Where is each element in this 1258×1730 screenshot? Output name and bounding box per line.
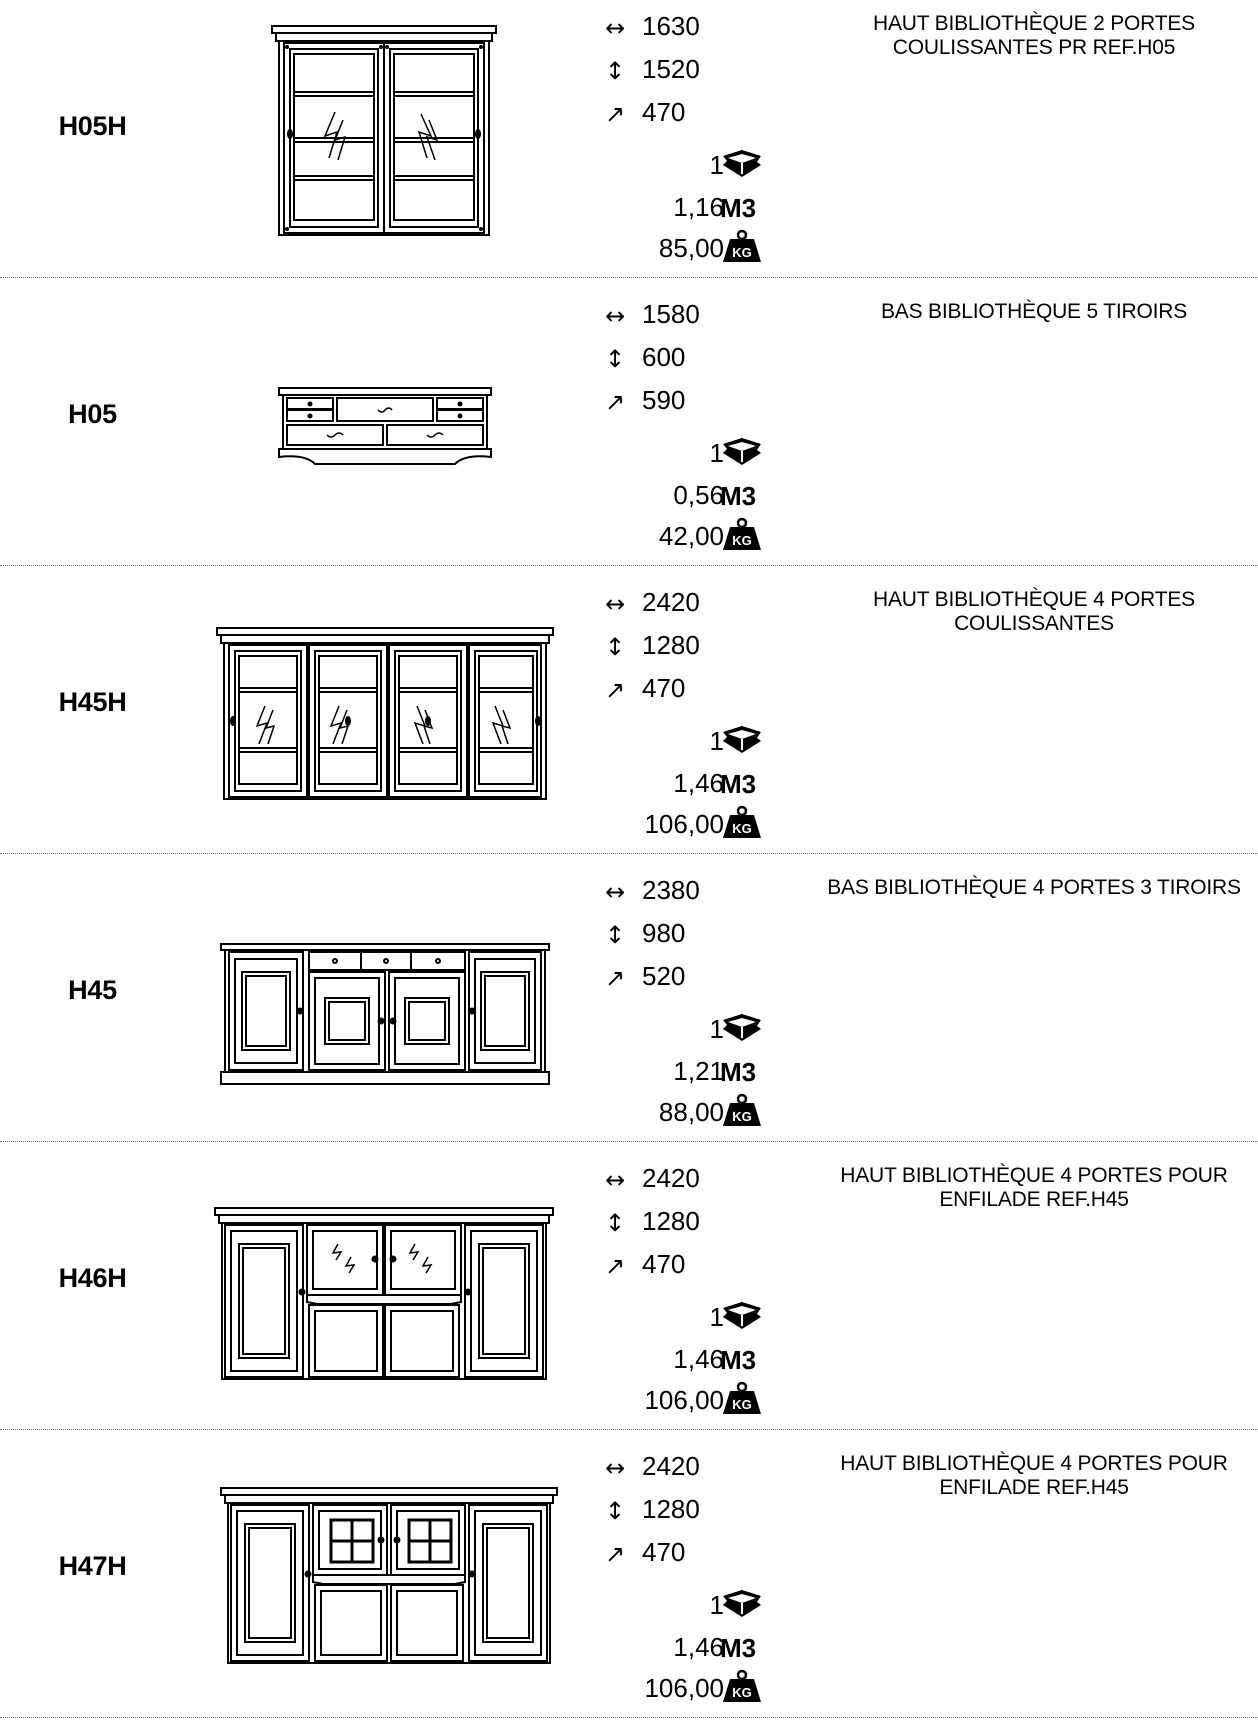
product-row-h45: H45 ↔ 2380 ↕ 980 ↗ 520 1 <box>0 864 1258 1152</box>
svg-text:KG: KG <box>732 1685 752 1700</box>
volume-unit: M3 <box>720 1057 757 1087</box>
width-arrow-icon: ↔ <box>604 590 626 618</box>
package-box-icon <box>720 435 764 471</box>
row-divider <box>0 1429 1258 1430</box>
product-reference: H45 <box>68 975 117 1005</box>
product-reference: H46H <box>58 1263 127 1293</box>
kg-weight-icon: KG <box>720 229 764 265</box>
volume-unit: M3 <box>720 769 757 799</box>
width-arrow-icon: ↔ <box>604 1454 626 1482</box>
product-reference: H05H <box>58 111 127 141</box>
row-divider <box>0 1717 1258 1718</box>
row-divider <box>0 853 1258 854</box>
svg-text:KG: KG <box>732 533 752 548</box>
depth-arrow-icon: ↗ <box>604 100 626 128</box>
height-arrow-icon: ↕ <box>604 1209 626 1237</box>
product-description: HAUT BIBLIOTHÈQUE 4 PORTES POUR ENFILADE… <box>840 1452 1228 1499</box>
product-row-h46h: H46H ↔ 2420 ↕ 1280 ↗ 470 1 <box>0 1152 1258 1440</box>
weight-value: 85,00 <box>658 233 724 263</box>
kg-weight-icon: KG <box>720 805 764 841</box>
volume-value: 0,56 <box>673 480 724 510</box>
product-description: HAUT BIBLIOTHÈQUE 2 PORTES COULISSANTES … <box>873 12 1195 59</box>
depth-arrow-icon: ↗ <box>604 676 626 704</box>
package-box-icon <box>720 1587 764 1623</box>
product-row-h05h: H05H ↔ <box>0 0 1258 288</box>
product-description: BAS BIBLIOTHÈQUE 4 PORTES 3 TIROIRS <box>827 876 1241 899</box>
package-box-icon <box>720 1011 764 1047</box>
volume-unit: M3 <box>720 481 757 511</box>
furniture-drawing-h46h <box>195 1152 605 1440</box>
height-arrow-icon: ↕ <box>604 1497 626 1525</box>
volume-unit: M3 <box>720 1633 757 1663</box>
furniture-drawing-h47h <box>195 1440 605 1728</box>
volume-unit: M3 <box>720 1345 757 1375</box>
depth-arrow-icon: ↗ <box>604 964 626 992</box>
weight-value: 106,00 <box>644 1385 724 1415</box>
product-row-h47h: H47H ↔ 2420 ↕ 1280 ↗ <box>0 1440 1258 1728</box>
width-arrow-icon: ↔ <box>604 302 626 330</box>
product-description: HAUT BIBLIOTHÈQUE 4 PORTES POUR ENFILADE… <box>840 1164 1228 1211</box>
furniture-drawing-h05 <box>195 288 605 576</box>
svg-text:KG: KG <box>732 1109 752 1124</box>
product-description: BAS BIBLIOTHÈQUE 5 TIROIRS <box>881 300 1187 323</box>
height-arrow-icon: ↕ <box>604 57 626 85</box>
svg-text:KG: KG <box>732 245 752 260</box>
product-reference: H05 <box>68 399 117 429</box>
volume-value: 1,46 <box>673 1344 724 1374</box>
package-count: 1 <box>709 150 724 180</box>
width-arrow-icon: ↔ <box>604 14 626 42</box>
svg-text:KG: KG <box>732 821 752 836</box>
svg-text:KG: KG <box>732 1397 752 1412</box>
volume-value: 1,21 <box>673 1056 724 1086</box>
volume-value: 1,16 <box>673 192 724 222</box>
package-box-icon <box>720 147 764 183</box>
package-box-icon <box>720 723 764 759</box>
depth-arrow-icon: ↗ <box>604 388 626 416</box>
width-arrow-icon: ↔ <box>604 878 626 906</box>
volume-value: 1,46 <box>673 768 724 798</box>
weight-value: 88,00 <box>658 1097 724 1127</box>
row-divider <box>0 1141 1258 1142</box>
kg-weight-icon: KG <box>720 1381 764 1417</box>
kg-weight-icon: KG <box>720 1669 764 1705</box>
depth-arrow-icon: ↗ <box>604 1540 626 1568</box>
package-count: 1 <box>709 1590 724 1620</box>
weight-value: 42,00 <box>658 521 724 551</box>
product-row-h45h: H45H ↔ 2420 ↕ <box>0 576 1258 864</box>
volume-unit: M3 <box>720 193 757 223</box>
product-description: HAUT BIBLIOTHÈQUE 4 PORTES COULISSANTES <box>873 588 1195 635</box>
product-reference: H47H <box>58 1551 127 1581</box>
package-count: 1 <box>709 1302 724 1332</box>
package-count: 1 <box>709 1014 724 1044</box>
product-reference: H45H <box>58 687 127 717</box>
package-box-icon <box>720 1299 764 1335</box>
row-divider <box>0 565 1258 566</box>
package-count: 1 <box>709 726 724 756</box>
weight-value: 106,00 <box>644 1673 724 1703</box>
furniture-drawing-h45 <box>195 864 605 1152</box>
weight-value: 106,00 <box>644 809 724 839</box>
height-arrow-icon: ↕ <box>604 345 626 373</box>
package-count: 1 <box>709 438 724 468</box>
depth-arrow-icon: ↗ <box>604 1252 626 1280</box>
height-arrow-icon: ↕ <box>604 921 626 949</box>
row-divider <box>0 277 1258 278</box>
kg-weight-icon: KG <box>720 1093 764 1129</box>
width-arrow-icon: ↔ <box>604 1166 626 1194</box>
furniture-drawing-h45h <box>195 576 605 864</box>
product-row-h05: H05 ↔ 1580 ↕ 600 ↗ 590 1 0,56 M3 42,00 <box>0 288 1258 576</box>
kg-weight-icon: KG <box>720 517 764 553</box>
furniture-drawing-h05h <box>195 0 605 288</box>
volume-value: 1,46 <box>673 1632 724 1662</box>
height-arrow-icon: ↕ <box>604 633 626 661</box>
